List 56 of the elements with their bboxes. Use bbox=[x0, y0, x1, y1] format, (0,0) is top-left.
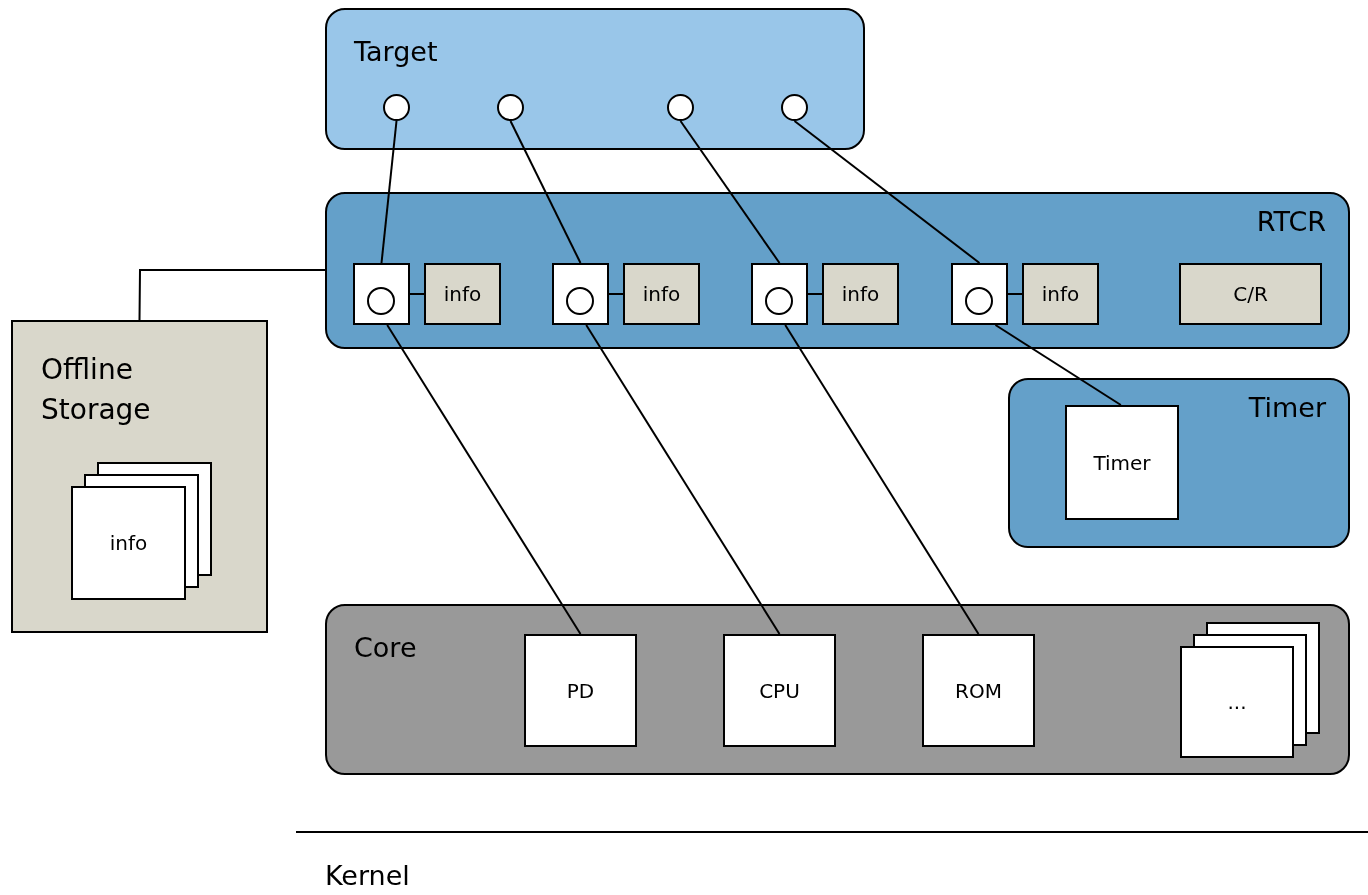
box-label: C/R bbox=[1233, 282, 1268, 306]
panel-title: Offline Storage bbox=[41, 352, 152, 428]
connector-line bbox=[784, 324, 980, 635]
component-box bbox=[922, 634, 1035, 747]
port-circle bbox=[367, 287, 395, 315]
port-circle bbox=[965, 287, 993, 315]
panel-title: Target bbox=[354, 36, 438, 67]
panel-title: Timer bbox=[1248, 392, 1326, 423]
component-box bbox=[1022, 263, 1099, 325]
port-circle bbox=[765, 287, 793, 315]
connector-line bbox=[409, 293, 425, 295]
group-panel bbox=[325, 192, 1350, 349]
group-panel bbox=[325, 8, 865, 150]
box-label: Timer bbox=[1093, 450, 1151, 475]
box-label: info bbox=[443, 282, 482, 306]
connector-line bbox=[509, 120, 582, 264]
component-box bbox=[353, 263, 410, 325]
connector-line bbox=[1007, 293, 1023, 295]
component-box bbox=[951, 263, 1008, 325]
component-box bbox=[524, 634, 637, 747]
box-label: info bbox=[109, 531, 148, 555]
connector-line bbox=[679, 120, 781, 264]
component-box bbox=[552, 263, 609, 325]
box-label: ... bbox=[1227, 690, 1247, 714]
connector-line bbox=[138, 269, 326, 321]
connector-line bbox=[608, 293, 624, 295]
box-label: info bbox=[642, 282, 681, 306]
connector-line bbox=[585, 324, 781, 635]
port-circle bbox=[383, 94, 410, 121]
panel-title: RTCR bbox=[1256, 206, 1326, 237]
component-box bbox=[623, 263, 700, 325]
group-panel bbox=[325, 604, 1350, 775]
connector-line bbox=[793, 120, 981, 264]
box-label: ROM bbox=[955, 678, 1002, 703]
panel-title: Core bbox=[354, 632, 417, 663]
component-box bbox=[1179, 263, 1322, 325]
box-label: info bbox=[841, 282, 880, 306]
connector-line bbox=[994, 324, 1122, 406]
component-box bbox=[822, 263, 899, 325]
layer-label: Kernel bbox=[325, 860, 410, 891]
component-box bbox=[723, 634, 836, 747]
group-panel bbox=[11, 320, 268, 633]
port-circle bbox=[781, 94, 808, 121]
connector-line bbox=[380, 120, 398, 264]
port-circle bbox=[497, 94, 524, 121]
connector-line bbox=[386, 324, 582, 635]
group-panel bbox=[1008, 378, 1350, 548]
connector-line bbox=[807, 293, 823, 295]
box-label: PD bbox=[566, 678, 595, 703]
box-label: info bbox=[1041, 282, 1080, 306]
component-box bbox=[751, 263, 808, 325]
port-circle bbox=[566, 287, 594, 315]
box-label: CPU bbox=[759, 678, 800, 703]
component-box bbox=[424, 263, 501, 325]
port-circle bbox=[667, 94, 694, 121]
component-box bbox=[1065, 405, 1179, 520]
